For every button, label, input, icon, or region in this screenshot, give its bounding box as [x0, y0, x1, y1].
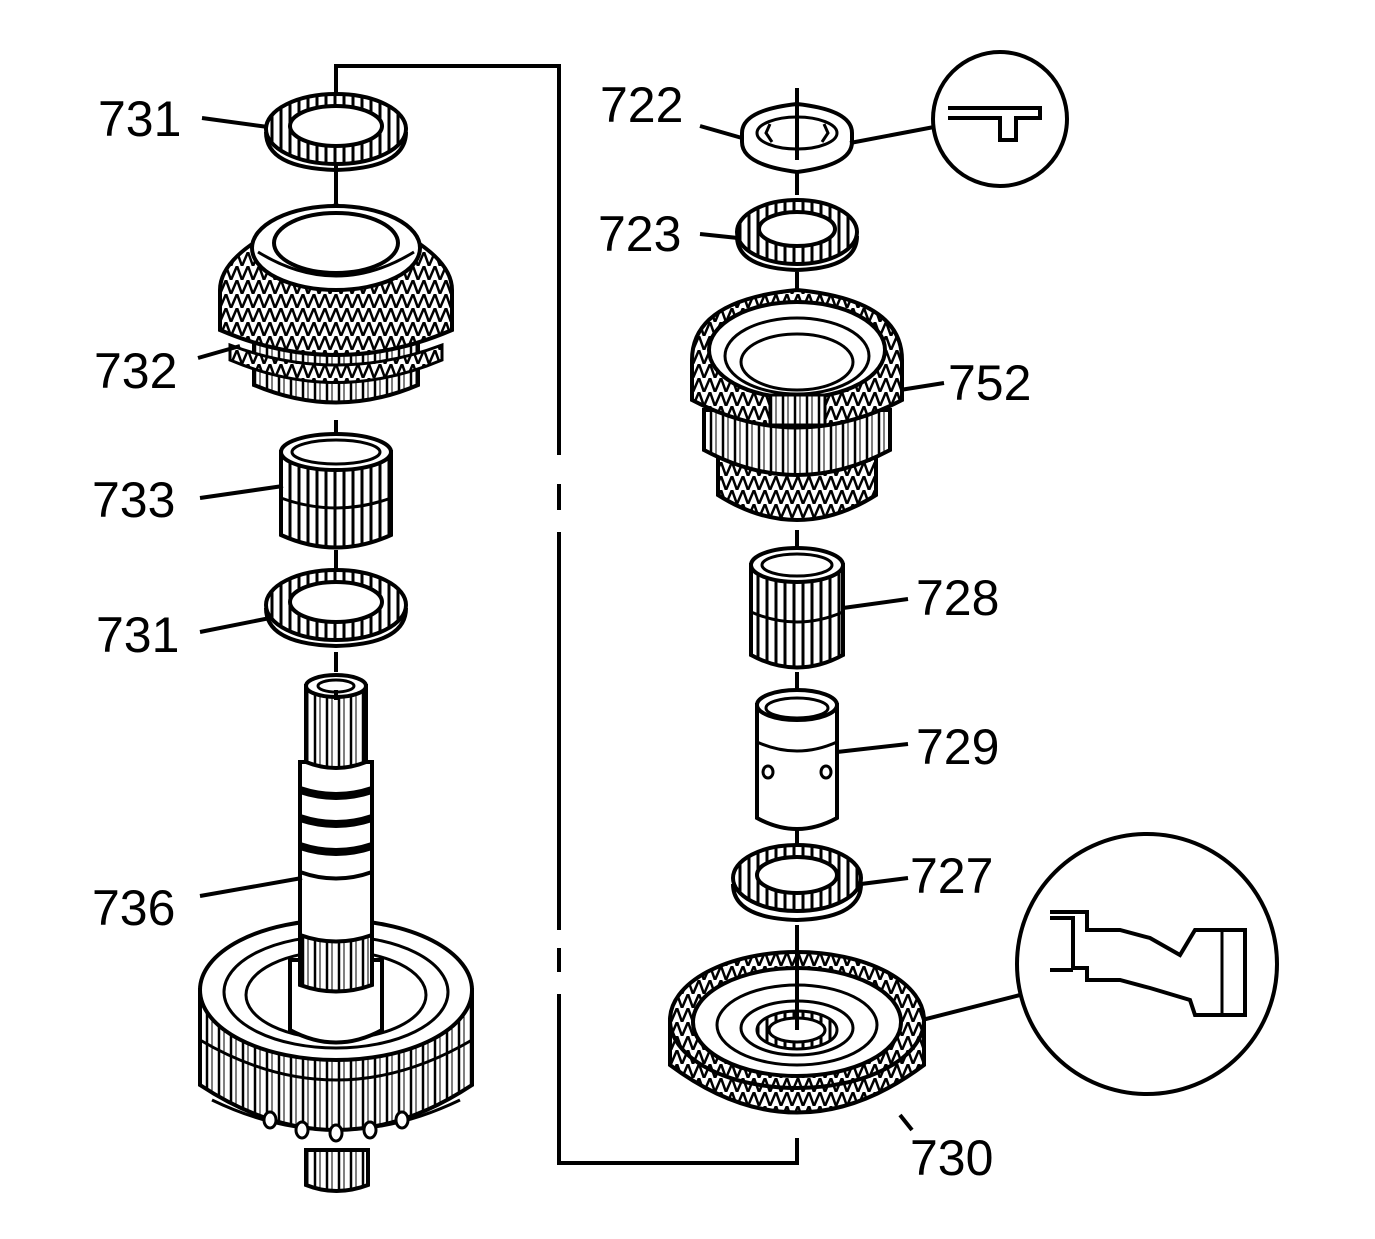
label-732: 732 [94, 343, 177, 399]
thrust-bearing-731-top [264, 92, 408, 173]
gear-cross-section-detail [1015, 832, 1279, 1096]
gear-730 [668, 950, 926, 1115]
needle-bearing-728 [749, 546, 845, 670]
label-733: 733 [92, 472, 175, 528]
label-723: 723 [598, 206, 681, 262]
label-728: 728 [916, 570, 999, 626]
gear-732 [218, 202, 454, 405]
thrust-bearing-731-bottom [264, 568, 408, 649]
shaft-736 [198, 673, 474, 1193]
gear-752 [690, 287, 904, 522]
label-752: 752 [948, 355, 1031, 411]
thrust-bearing-727 [731, 843, 863, 923]
snap-ring-profile-detail [931, 50, 1069, 188]
label-729: 729 [916, 719, 999, 775]
label-736: 736 [92, 880, 175, 936]
label-727: 727 [910, 848, 993, 904]
label-730: 730 [910, 1130, 993, 1186]
needle-bearing-733 [279, 432, 393, 550]
label-722: 722 [600, 77, 683, 133]
label-731-bottom: 731 [96, 607, 179, 663]
thrust-bearing-723 [735, 198, 859, 273]
sleeve-729 [755, 688, 839, 831]
snap-ring-722 [740, 88, 854, 175]
label-731-top: 731 [98, 91, 181, 147]
leader-lines [197, 116, 1021, 1132]
